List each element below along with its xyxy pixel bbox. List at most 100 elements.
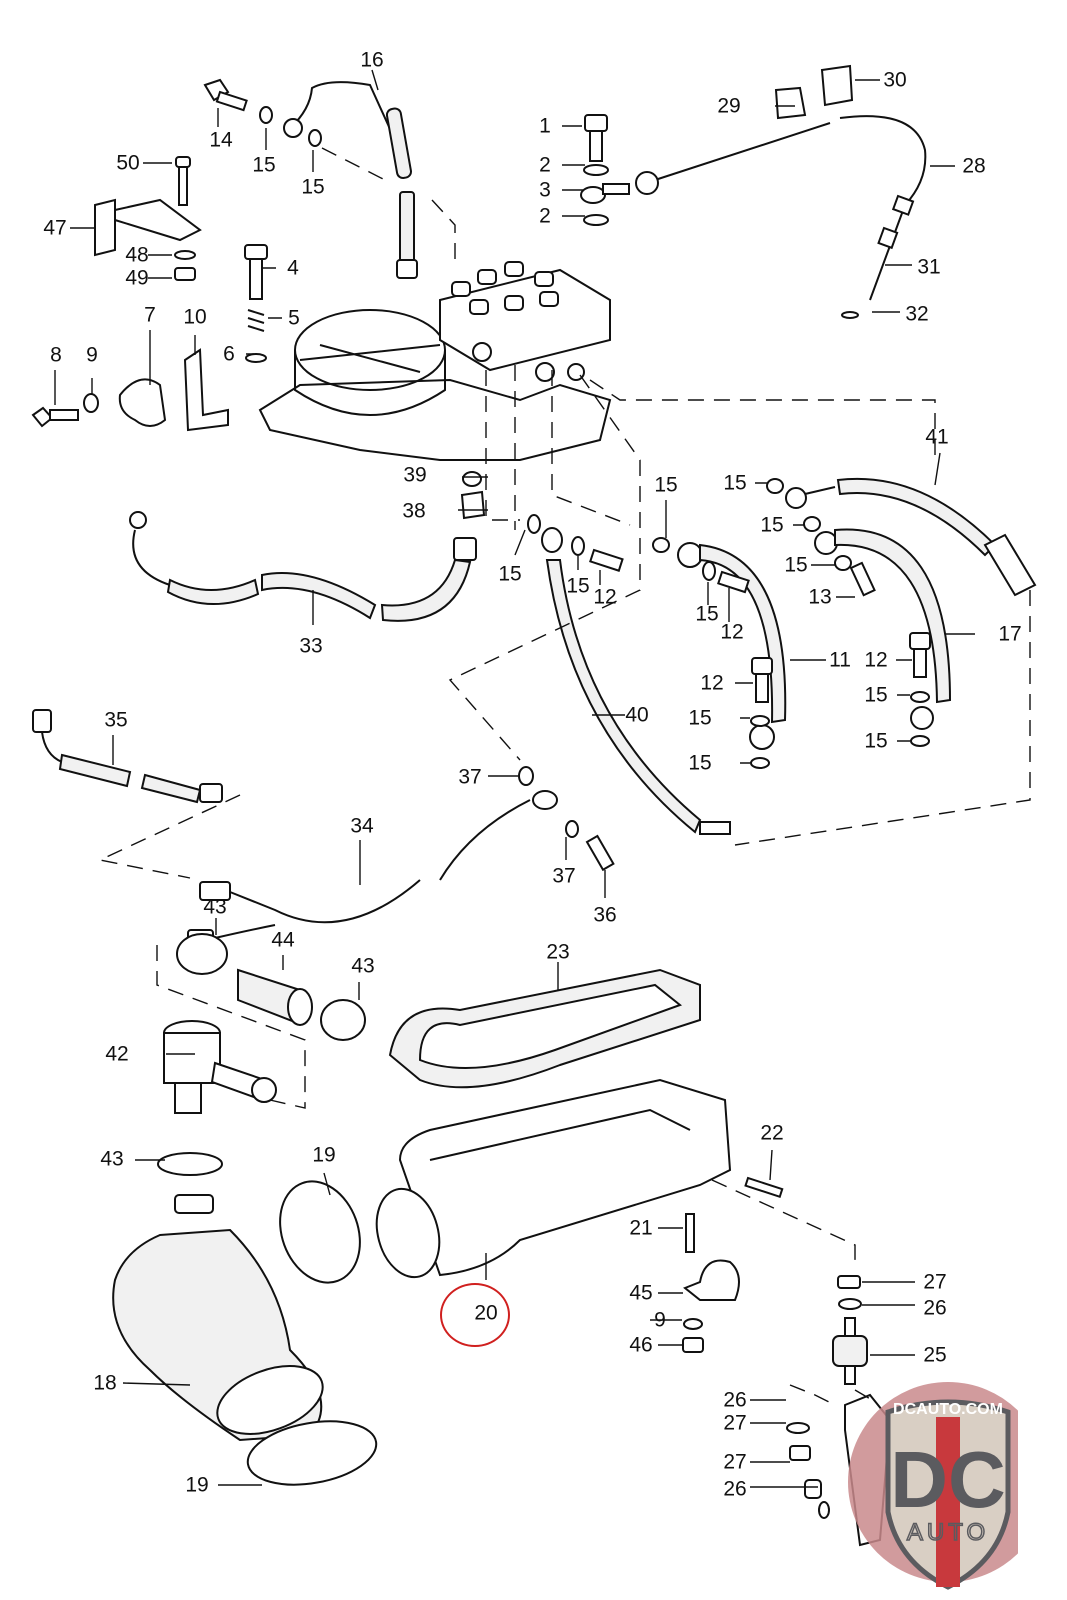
- callout-35: 35: [104, 708, 128, 732]
- stud-21: [685, 1213, 695, 1253]
- callout-38: 38: [402, 499, 426, 523]
- callout-46: 46: [629, 1333, 653, 1357]
- callout-15: 15: [498, 562, 522, 586]
- watermark-site-text: DCAUTO.COM: [893, 1401, 1003, 1418]
- callout-15: 15: [760, 513, 784, 537]
- callout-19: 19: [312, 1143, 336, 1167]
- callout-15: 15: [864, 729, 888, 753]
- bolt-50: [175, 156, 191, 206]
- callout-18: 18: [93, 1371, 117, 1395]
- callout-16: 16: [360, 48, 384, 72]
- callout-8: 8: [50, 343, 62, 367]
- callout-13: 13: [808, 585, 832, 609]
- fuel-distributor-part: [258, 261, 612, 461]
- callout-43: 43: [351, 954, 375, 978]
- callout-15: 15: [566, 574, 590, 598]
- callout-41: 41: [925, 425, 949, 449]
- bolt-14: [203, 78, 248, 112]
- intake-boot-18: [112, 1194, 324, 1442]
- callout-19: 19: [185, 1473, 209, 1497]
- banjo-bolts-12-13: [589, 548, 931, 703]
- oil-line-11: [677, 542, 787, 750]
- throttle-housing-20: [375, 1078, 732, 1279]
- callout-30: 30: [883, 68, 907, 92]
- callout-15: 15: [864, 683, 888, 707]
- fuel-line-33: [129, 511, 477, 622]
- bolt-36: [585, 834, 615, 872]
- fuel-line-35: [32, 709, 223, 804]
- clips-29-30: [774, 64, 854, 120]
- callout-12: 12: [864, 648, 888, 672]
- clamp-7: [118, 378, 167, 427]
- valve-42: [163, 1020, 277, 1114]
- callout-2: 2: [539, 153, 551, 177]
- callout-26: 26: [923, 1296, 947, 1320]
- callout-43: 43: [203, 895, 227, 919]
- callout-27: 27: [723, 1450, 747, 1474]
- callout-10: 10: [183, 305, 207, 329]
- callout-28: 28: [962, 154, 986, 178]
- line-28: [635, 115, 927, 319]
- callout-15: 15: [654, 473, 678, 497]
- callout-6: 6: [223, 342, 235, 366]
- callout-37: 37: [552, 864, 576, 888]
- oil-line-40: [541, 527, 731, 835]
- callout-36: 36: [593, 903, 617, 927]
- callout-37: 37: [458, 765, 482, 789]
- bolt-1-washers-2-banjo-3: [580, 114, 630, 226]
- watermark-letters: DC: [890, 1435, 1006, 1524]
- oil-line-17: [814, 528, 952, 730]
- callout-43: 43: [100, 1147, 124, 1171]
- callout-34: 34: [350, 814, 374, 838]
- callout-1: 1: [539, 114, 551, 138]
- callout-15: 15: [695, 602, 719, 626]
- callout-2: 2: [539, 204, 551, 228]
- washers-15: [527, 478, 930, 769]
- callout-49: 49: [125, 266, 149, 290]
- assembly-lines: [97, 147, 1031, 1406]
- gasket-23: [388, 968, 701, 1089]
- callout-11: 11: [829, 648, 851, 672]
- callout-5: 5: [288, 306, 300, 330]
- callout-12: 12: [700, 671, 724, 695]
- line-16: [283, 81, 418, 279]
- callout-7: 7: [144, 303, 156, 327]
- callout-15: 15: [301, 175, 325, 199]
- callout-12: 12: [720, 620, 744, 644]
- callout-50: 50: [116, 151, 140, 175]
- callout-32: 32: [905, 302, 929, 326]
- callout-31: 31: [917, 255, 941, 279]
- bolt-8-washer-9: [31, 393, 99, 428]
- callout-27: 27: [723, 1411, 747, 1435]
- hose-44: [237, 968, 313, 1026]
- callout-25: 25: [923, 1343, 947, 1367]
- callout-9: 9: [86, 343, 98, 367]
- callout-17: 17: [998, 622, 1022, 646]
- callout-9: 9: [654, 1308, 666, 1332]
- callout-29: 29: [717, 94, 741, 118]
- hose-clamps-43: [157, 933, 366, 1176]
- callout-47: 47: [43, 216, 67, 240]
- dcauto-watermark-logo: DCAUTO.COM DC AUTO: [848, 1382, 1018, 1590]
- callout-15: 15: [688, 751, 712, 775]
- leader-lines: [54, 69, 975, 1488]
- callout-15: 15: [688, 706, 712, 730]
- bracket-10: [183, 348, 229, 432]
- callout-45: 45: [629, 1281, 653, 1305]
- callout-44: 44: [271, 928, 295, 952]
- callout-14: 14: [209, 128, 233, 152]
- callout-23: 23: [546, 940, 570, 964]
- callout-22: 22: [760, 1121, 784, 1145]
- oil-line-41: [785, 477, 1037, 597]
- callout-40: 40: [625, 703, 649, 727]
- callout-4: 4: [287, 256, 299, 280]
- callout-27: 27: [923, 1270, 947, 1294]
- clamps-19: [246, 1180, 378, 1486]
- callout-15: 15: [784, 553, 808, 577]
- callout-33: 33: [299, 634, 323, 658]
- callout-21: 21: [629, 1216, 653, 1240]
- callout-39: 39: [403, 463, 427, 487]
- callout-26: 26: [723, 1477, 747, 1501]
- highlight-ring-part-20: [440, 1283, 510, 1347]
